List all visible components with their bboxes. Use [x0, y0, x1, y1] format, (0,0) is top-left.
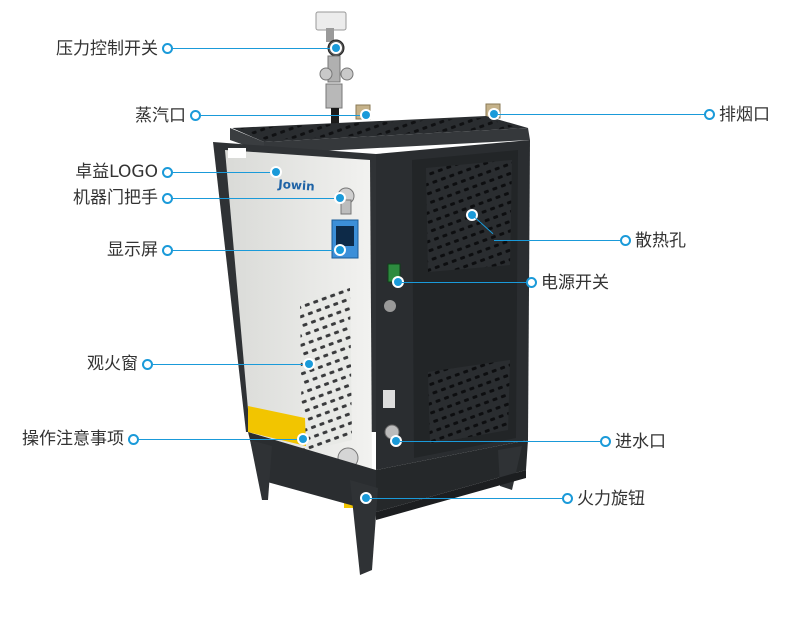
- callout-door-handle-line: [173, 198, 340, 199]
- callout-viewing-window-dot: [305, 360, 313, 368]
- callout-logo-dot: [272, 168, 280, 176]
- callout-logo-line: [173, 172, 276, 173]
- callout-door-handle-ring: [162, 193, 173, 204]
- callout-display-screen-line: [173, 250, 340, 251]
- callout-chimney-dot: [490, 110, 498, 118]
- callout-pressure-switch-dot: [332, 44, 340, 52]
- callout-operation-notes-ring: [128, 434, 139, 445]
- callout-logo-label: 卓益LOGO: [75, 162, 158, 182]
- callout-pressure-switch-label: 压力控制开关: [56, 39, 158, 59]
- callout-water-inlet-label: 进水口: [615, 432, 666, 452]
- callout-power-switch-dot: [394, 278, 402, 286]
- callout-power-switch-label: 电源开关: [541, 273, 609, 293]
- callout-display-screen-label: 显示屏: [107, 240, 158, 260]
- callout-door-handle-dot: [336, 194, 344, 202]
- svg-text:Jowin: Jowin: [277, 177, 315, 194]
- callout-pressure-switch-line: [173, 48, 335, 49]
- callout-operation-notes-label: 操作注意事项: [22, 429, 124, 449]
- callout-power-switch-ring: [526, 277, 537, 288]
- callout-display-screen-ring: [162, 245, 173, 256]
- callout-logo-ring: [162, 167, 173, 178]
- callout-power-switch-line: [402, 282, 526, 283]
- callout-heat-vents-ring: [620, 235, 631, 246]
- callout-heat-vents-label: 散热孔: [635, 231, 686, 251]
- callout-steam-outlet-line: [201, 115, 366, 116]
- callout-fire-knob-dot: [362, 494, 370, 502]
- callout-display-screen-dot: [336, 246, 344, 254]
- callout-operation-notes-line: [139, 439, 303, 440]
- callout-chimney-line: [498, 114, 704, 115]
- callout-viewing-window-line: [153, 364, 309, 365]
- callout-steam-outlet-ring: [190, 110, 201, 121]
- pressure-switch-assembly: [315, 11, 354, 124]
- callout-steam-outlet-dot: [362, 111, 370, 119]
- callout-water-inlet-line: [400, 441, 600, 442]
- callout-steam-outlet-label: 蒸汽口: [135, 106, 186, 126]
- callout-viewing-window-ring: [142, 359, 153, 370]
- callout-viewing-window-label: 观火窗: [87, 354, 138, 374]
- callout-fire-knob-label: 火力旋钮: [577, 489, 645, 509]
- callout-water-inlet-ring: [600, 436, 611, 447]
- callout-water-inlet-dot: [392, 437, 400, 445]
- callout-fire-knob-ring: [562, 493, 573, 504]
- callout-heat-vents-line-2: [494, 240, 620, 241]
- callout-chimney-ring: [704, 109, 715, 120]
- callout-operation-notes-dot: [299, 435, 307, 443]
- callout-heat-vents-dot: [468, 211, 476, 219]
- callout-fire-knob-line: [370, 498, 562, 499]
- callout-chimney-label: 排烟口: [719, 105, 770, 125]
- callout-pressure-switch-ring: [162, 43, 173, 54]
- callout-door-handle-label: 机器门把手: [73, 188, 158, 208]
